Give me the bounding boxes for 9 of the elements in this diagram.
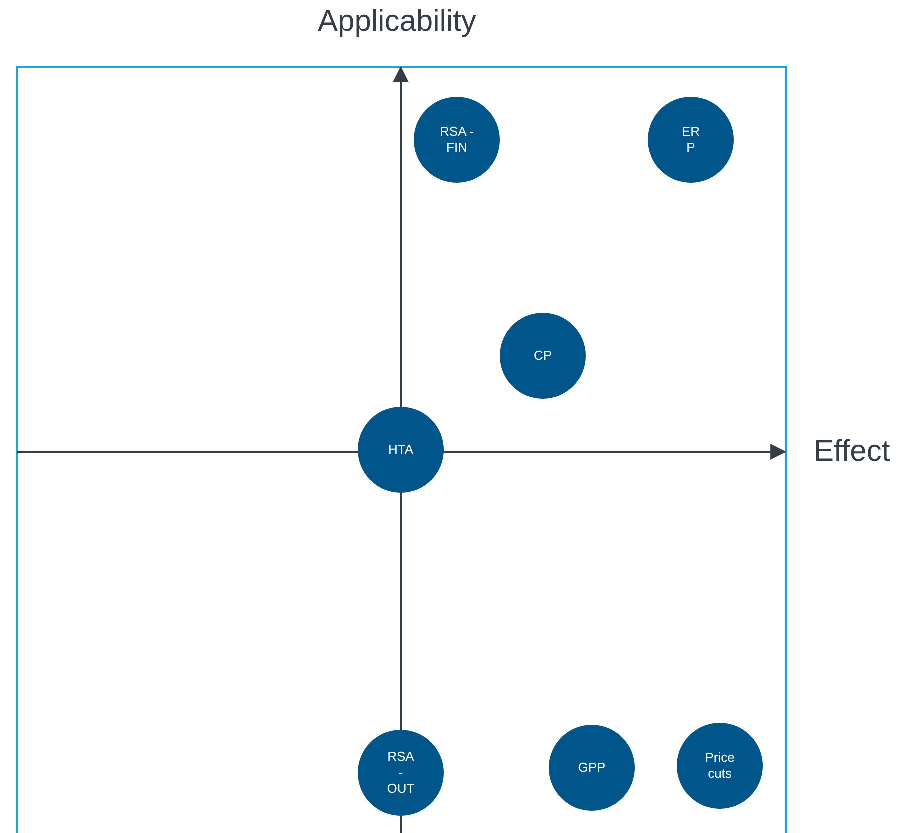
circle-label: CP <box>532 348 554 364</box>
circle-label: RSA -FIN <box>439 124 475 156</box>
axis-title: Effect <box>814 435 890 469</box>
circle-label: HTA <box>387 442 415 458</box>
circle-label: ER P <box>680 124 702 156</box>
circle-label: Price cuts <box>704 750 736 782</box>
axis-title: Applicability <box>318 5 476 39</box>
circle-label: GPP <box>577 760 607 776</box>
circle-label: RSA - OUT <box>386 749 416 797</box>
